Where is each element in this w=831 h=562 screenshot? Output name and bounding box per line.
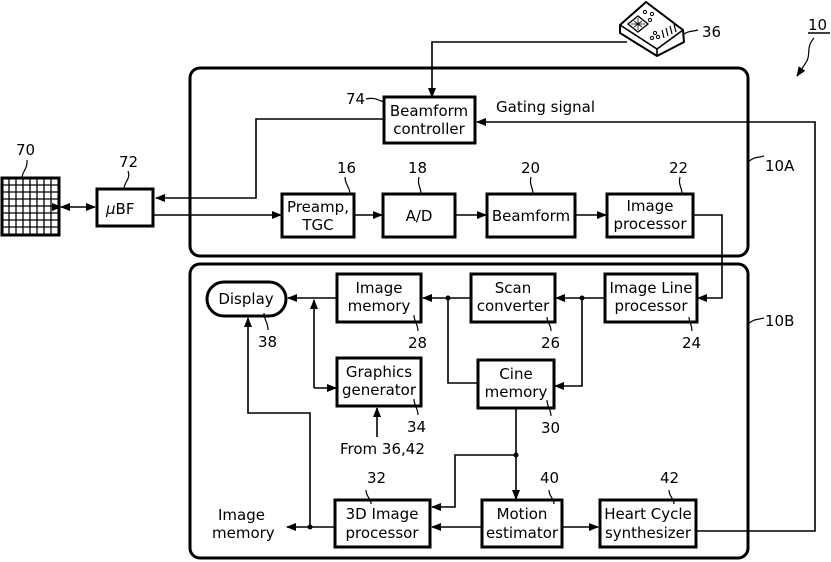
ref-34: 34 <box>407 418 426 436</box>
ref-16: 16 <box>337 159 356 177</box>
heart-cycle-line2: synthesizer <box>605 524 692 542</box>
ref-26: 26 <box>541 334 560 352</box>
gating-signal-label: Gating signal <box>496 98 595 116</box>
ref-28: 28 <box>408 334 427 352</box>
ref-42: 42 <box>660 469 679 487</box>
ref-74: 74 <box>346 90 365 108</box>
cine-memory-line2: memory <box>485 383 548 401</box>
beamform-controller-line2: controller <box>393 120 465 138</box>
leader-72 <box>124 171 129 189</box>
leader-74 <box>366 98 384 102</box>
display-label: Display <box>218 290 273 308</box>
3d-processor-line1: 3D Image <box>346 505 419 523</box>
ref-72: 72 <box>119 153 138 171</box>
image-memory-line2: memory <box>348 297 411 315</box>
3d-processor-line2: processor <box>346 524 420 542</box>
motion-estimator-line2: estimator <box>486 524 559 542</box>
image-memory-line1: Image <box>356 279 403 297</box>
image-line-processor-line2: processor <box>615 297 689 315</box>
label-10a: 10A <box>765 157 795 175</box>
graphics-generator-line1: Graphics <box>346 363 412 381</box>
image-line-processor-line1: Image Line <box>609 279 692 297</box>
transducer-array-icon <box>2 178 59 235</box>
leader-10a <box>748 156 764 162</box>
leader-36 <box>684 30 698 34</box>
beamform-controller-line1: Beamform <box>390 102 468 120</box>
ref-70: 70 <box>16 141 35 159</box>
ref-40: 40 <box>540 469 559 487</box>
image-processor-line2: processor <box>614 215 688 233</box>
ref-32: 32 <box>367 469 386 487</box>
ref-38: 38 <box>258 333 277 351</box>
leader-16 <box>345 177 350 194</box>
ref-20: 20 <box>521 159 540 177</box>
user-interface-keyboard-icon <box>620 2 684 56</box>
preamp-line2: TGC <box>301 216 333 234</box>
ref-22: 22 <box>669 159 688 177</box>
ref-36: 36 <box>702 23 721 41</box>
scan-converter-line2: converter <box>477 297 550 315</box>
ref-24: 24 <box>682 334 701 352</box>
motion-estimator-line1: Motion <box>497 505 548 523</box>
label-10b: 10B <box>765 312 794 330</box>
ref-18: 18 <box>408 159 427 177</box>
microbeamformer-label: μBF <box>105 200 134 218</box>
scan-converter-line1: Scan <box>495 279 531 297</box>
figure-ref-10: 10 <box>808 16 827 34</box>
ad-label: A/D <box>406 207 433 225</box>
leader-22 <box>679 177 682 194</box>
image-memory-out-line2: memory <box>212 524 275 542</box>
ref-30: 30 <box>541 419 560 437</box>
graphics-generator-line2: generator <box>342 381 417 399</box>
leader-20 <box>530 177 533 194</box>
heart-cycle-line1: Heart Cycle <box>604 505 692 523</box>
leader-18 <box>418 177 421 194</box>
from-36-42-label: From 36,42 <box>340 440 425 458</box>
leader-10b <box>748 318 764 324</box>
image-memory-out-line1: Image <box>218 506 265 524</box>
leader-70 <box>22 160 27 178</box>
beamform-label: Beamform <box>492 207 570 225</box>
image-processor-line1: Image <box>627 197 674 215</box>
arrowhead <box>60 203 70 211</box>
cine-memory-line1: Cine <box>499 365 532 383</box>
figure-ref-arrow <box>797 38 814 76</box>
preamp-line1: Preamp, <box>287 198 349 216</box>
